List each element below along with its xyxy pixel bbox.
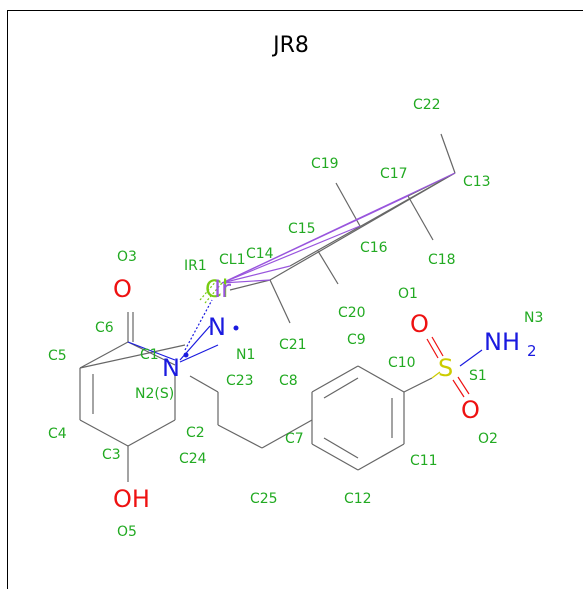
atom-label-cl1: CL1 (219, 252, 245, 268)
atom-label-c15: C15 (288, 221, 316, 237)
atom-label-c2: C2 (186, 425, 205, 441)
atom-label-c1: C1 (140, 347, 159, 363)
atom-label-c4: C4 (48, 426, 67, 442)
oxygen-sulfonyl-bottom-symbol: O (461, 396, 480, 424)
nitrogen-lower-symbol: N (162, 354, 180, 382)
amine-symbol: NH (484, 328, 520, 356)
sulfur-symbol: S (438, 354, 453, 382)
ir-cl-bond (199, 279, 223, 304)
chlorine-symbol: Cl (205, 275, 228, 303)
atom-label-ir1: IR1 (184, 258, 207, 274)
carbon-bonds (79, 133, 456, 482)
atom-label-n3: N3 (524, 310, 543, 326)
atom-label-c12: C12 (344, 491, 372, 507)
oxygen-carbonyl-symbol: O (113, 275, 132, 303)
atom-label-c8: C8 (279, 373, 298, 389)
element-symbols: O Cl Ir N N O S NH 2 O OH (113, 275, 537, 513)
atom-label-c19: C19 (311, 156, 339, 172)
atom-label-o5: O5 (117, 524, 137, 540)
iridium-symbol: Ir (214, 275, 231, 303)
diagram-frame (7, 10, 583, 589)
atom-label-n1: N1 (236, 347, 255, 363)
atom-label-o3: O3 (117, 249, 137, 265)
nitrogen-upper-symbol: N (208, 313, 226, 341)
atom-label-o1: O1 (398, 286, 418, 302)
atom-label-c21: C21 (279, 337, 307, 353)
atom-label-c24: C24 (179, 451, 207, 467)
atom-label-c20: C20 (338, 305, 366, 321)
amine-subscript: 2 (527, 342, 537, 360)
atom-label-c14: C14 (246, 246, 274, 262)
atom-label-c10: C10 (388, 355, 416, 371)
oxygen-sulfonyl-top-symbol: O (410, 310, 429, 338)
radical-dot-lower (183, 352, 189, 358)
hydroxyl-symbol: OH (113, 485, 150, 513)
atom-label-s1: S1 (469, 368, 487, 384)
atom-label-c17: C17 (380, 166, 408, 182)
atom-label-c13: C13 (463, 174, 491, 190)
atom-label-c11: C11 (410, 453, 438, 469)
radical-dot-upper (233, 325, 239, 331)
atom-label-c9: C9 (347, 332, 366, 348)
atom-label-o2: O2 (478, 431, 498, 447)
nitrogen-bonds (127, 299, 219, 363)
atom-label-c22: C22 (413, 97, 441, 113)
atom-label-c3: C3 (102, 447, 121, 463)
atom-label-c5: C5 (48, 348, 67, 364)
atom-label-c25: C25 (250, 491, 278, 507)
atom-label-c7: C7 (285, 431, 304, 447)
atom-label-c23: C23 (226, 373, 254, 389)
sulfonyl-bonds (426, 336, 483, 398)
diagram-title: JR8 (271, 33, 309, 58)
atom-label-c16: C16 (360, 240, 388, 256)
atom-label-c6: C6 (95, 320, 114, 336)
iridium-bonds (221, 172, 456, 284)
atom-name-labels: C22 C19 C17 C13 C15 C16 C18 C14 O3 IR1 C… (48, 97, 543, 540)
atom-label-c18: C18 (428, 252, 456, 268)
atom-label-n2s: N2(S) (135, 386, 174, 402)
